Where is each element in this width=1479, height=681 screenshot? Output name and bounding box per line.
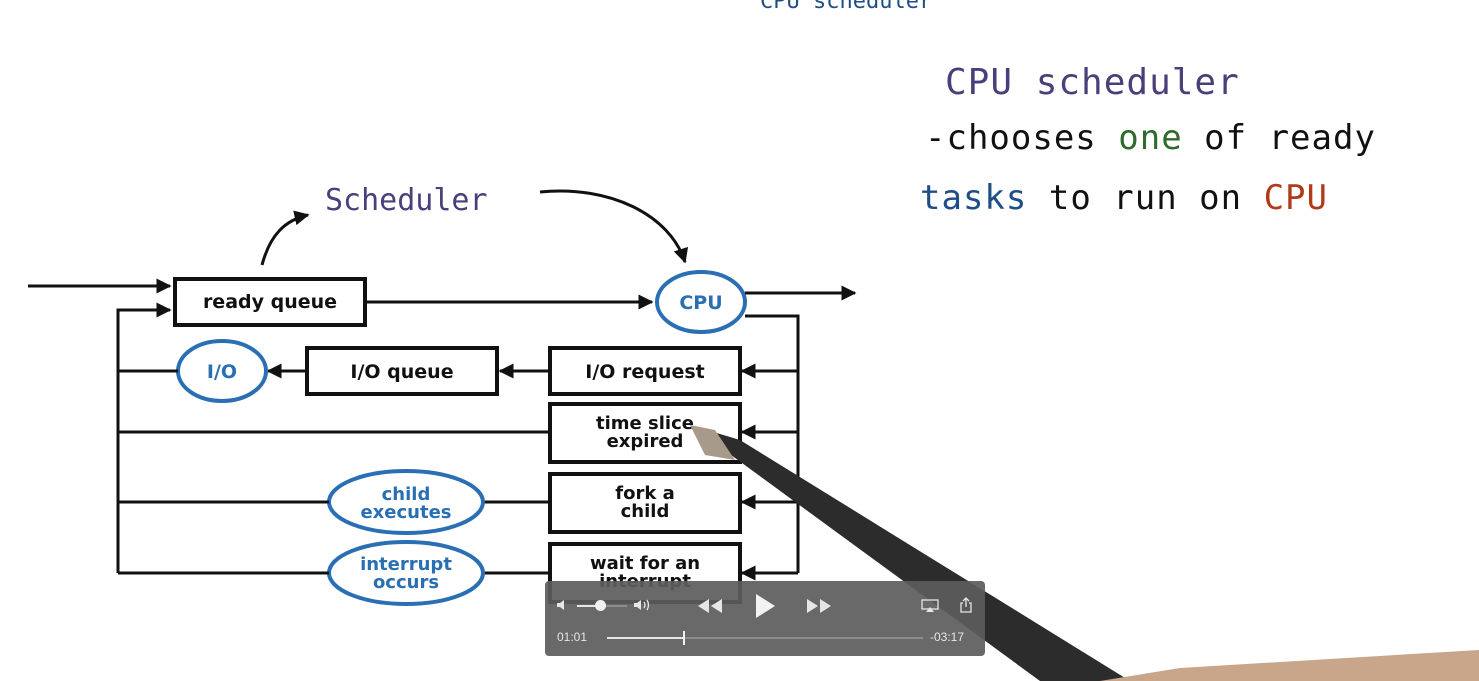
top-cut-handwriting: CPU scheduler xyxy=(760,0,932,14)
notes-tasks: tasks xyxy=(920,178,1028,218)
notes-cpu: CPU xyxy=(1263,178,1328,218)
notes-heading: CPU scheduler xyxy=(945,62,1240,103)
interrupt-occurs-label-line2: occurs xyxy=(373,572,439,593)
fast-forward-icon[interactable] xyxy=(804,595,834,617)
fork-child-box xyxy=(548,472,742,534)
cpu-return-line xyxy=(745,314,800,573)
io-queue-box xyxy=(305,346,499,396)
scheduler-handwritten-label: Scheduler xyxy=(325,183,488,218)
airplay-icon[interactable] xyxy=(919,597,941,615)
ready-queue-label: ready queue xyxy=(203,291,337,313)
remaining-time: -03:17 xyxy=(930,630,965,644)
volume-high-icon[interactable] xyxy=(633,597,653,613)
current-time: 01:01 xyxy=(557,630,588,644)
volume-slider[interactable] xyxy=(577,600,627,611)
child-executes-label-line2: executes xyxy=(360,502,451,523)
share-icon[interactable] xyxy=(957,595,975,615)
child-executes-label-line1: child xyxy=(382,484,431,505)
notes-line-2: tasks to run on CPU xyxy=(920,178,1328,218)
video-controls: 01:01 -03:17 xyxy=(545,581,985,656)
notes-one: one xyxy=(1118,118,1183,158)
loop-back-line xyxy=(116,302,172,573)
volume-slider-fill xyxy=(577,605,600,607)
io-queue-label: I/O queue xyxy=(350,361,453,383)
notes-to-run-on: to run on xyxy=(1048,178,1243,218)
cpu-label: CPU xyxy=(679,292,722,314)
interrupt-occurs-label-line1: interrupt xyxy=(360,554,452,575)
wait-interrupt-label-line1: wait for an xyxy=(590,553,700,574)
cpu-ellipse xyxy=(655,270,747,334)
fork-child-label-line1: fork a xyxy=(615,483,674,504)
volume-slider-knob[interactable] xyxy=(594,600,606,611)
notes-dash: - xyxy=(925,118,947,158)
io-label: I/O xyxy=(207,361,237,383)
pen-graphic xyxy=(690,425,1479,681)
play-icon[interactable] xyxy=(750,592,780,620)
scheduler-curved-arrow-left xyxy=(260,210,310,266)
io-request-label: I/O request xyxy=(585,361,704,383)
progress-bar-fill xyxy=(607,637,684,639)
notes-of-ready: of ready xyxy=(1204,118,1376,158)
time-slice-label-line2: expired xyxy=(607,431,684,452)
notes-line-1: -chooses one of ready xyxy=(925,118,1376,158)
scheduler-curved-arrow-right xyxy=(539,189,689,264)
fork-child-label-line2: child xyxy=(621,501,670,522)
progress-bar-handle[interactable] xyxy=(682,631,685,645)
notes-chooses: chooses xyxy=(946,118,1097,158)
rewind-icon[interactable] xyxy=(695,595,725,617)
progress-bar[interactable] xyxy=(607,631,923,645)
time-slice-label-line1: time slice xyxy=(596,413,694,434)
volume-low-icon[interactable] xyxy=(555,597,571,613)
